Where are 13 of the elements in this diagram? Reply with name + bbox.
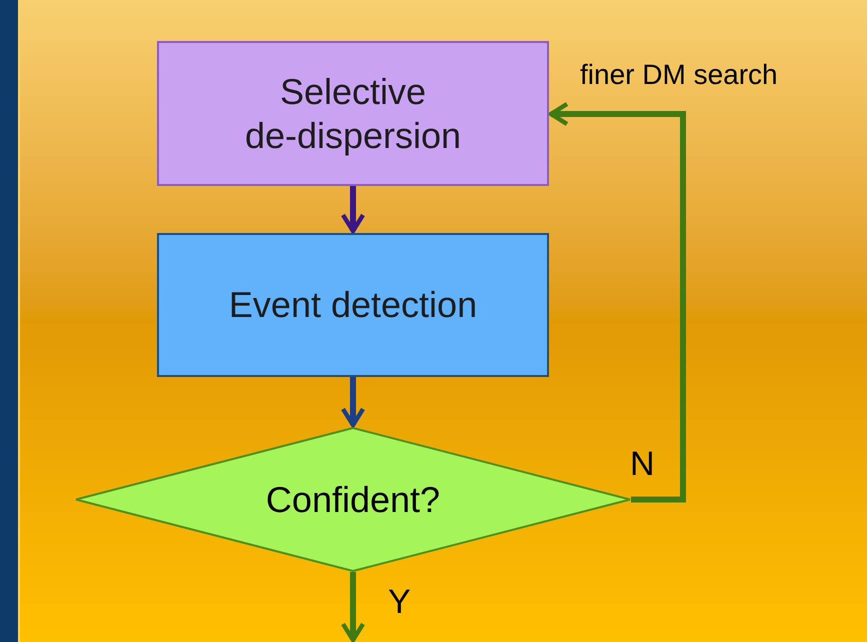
node-text: Confident? xyxy=(266,478,440,522)
process-box xyxy=(157,233,549,377)
loop-label: finer DM search xyxy=(580,58,778,92)
decision-diamond xyxy=(75,427,631,572)
arrow xyxy=(340,572,366,642)
arrow xyxy=(340,377,366,428)
edge-label: N xyxy=(630,444,655,484)
arrow xyxy=(340,186,366,234)
edge-label: Y xyxy=(388,582,411,622)
arrow xyxy=(548,102,686,502)
process-box xyxy=(157,41,549,186)
node-text: Selective de-dispersion xyxy=(244,70,462,158)
node-text: Event detection xyxy=(228,283,478,327)
